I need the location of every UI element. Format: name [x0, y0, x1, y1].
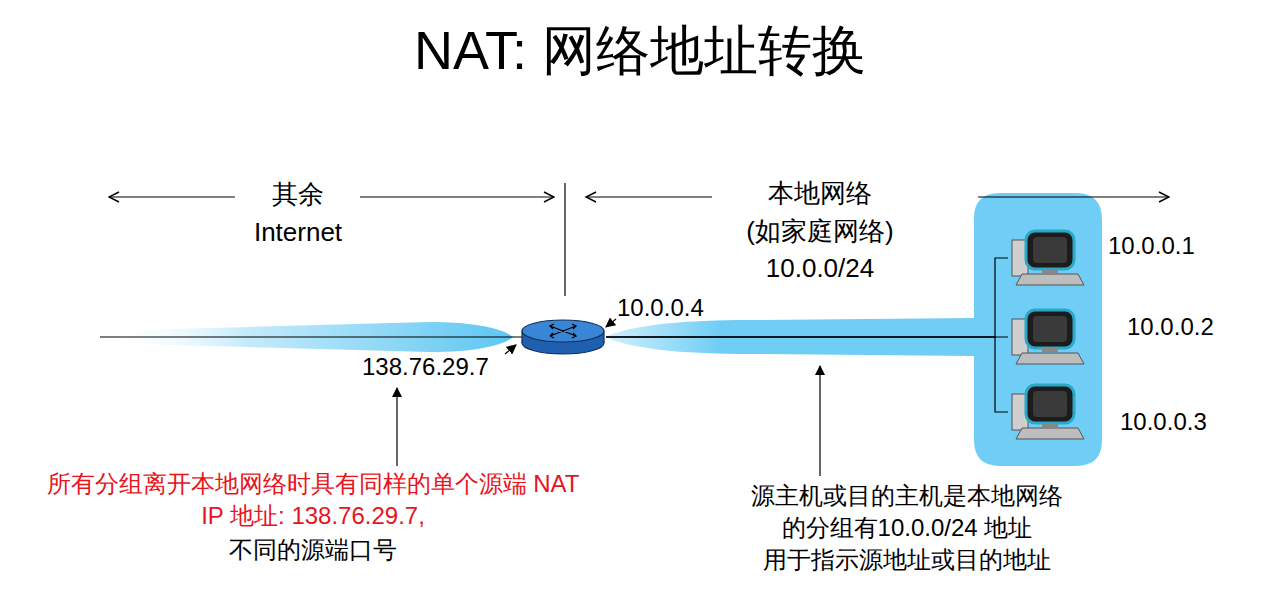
divider-line [564, 183, 565, 296]
computer-stand [1042, 348, 1058, 352]
wire [100, 336, 522, 337]
computer-monitor [1026, 310, 1074, 348]
computer-screen [1033, 237, 1067, 263]
leader-arrow [606, 319, 616, 327]
leader-arrow [819, 366, 820, 476]
extent-arrow [360, 196, 554, 197]
router-symbol [550, 324, 576, 338]
leader-arrow [505, 345, 516, 354]
network-link [606, 337, 1008, 412]
computer-monitor [1026, 385, 1074, 423]
leader-arrow [396, 388, 397, 466]
host-node: 10.0.0.2 [1008, 307, 1214, 367]
computer-keyboard [1016, 274, 1084, 285]
ip-address: 10.0.0.2 [1127, 313, 1214, 342]
host-node: 10.0.0.1 [1008, 228, 1195, 288]
ip-address: 10.0.0.1 [1108, 232, 1195, 261]
diagram-title: NAT: 网络地址转换 [240, 18, 1040, 83]
region-label: 本地网络 (如家庭网络) 10.0.0/24 [715, 175, 925, 288]
extent-arrow [586, 196, 712, 197]
extent-arrow [109, 196, 235, 197]
router-node: 10.0.0.4138.76.29.7 [520, 318, 606, 356]
callout-note: 不同的源端口号 [163, 534, 463, 566]
ip-address: 10.0.0.4 [617, 294, 704, 323]
router-icon [520, 318, 606, 356]
computer-icon [1008, 228, 1086, 288]
computer-stand [1042, 423, 1058, 427]
computer-monitor [1026, 231, 1074, 269]
extent-arrow [978, 196, 1169, 197]
callout-note: 源主机或目的主机是本地网络 的分组有10.0.0/24 地址 用于指示源地址或目… [740, 480, 1075, 576]
computer-keyboard [1016, 428, 1084, 439]
router-top [522, 320, 604, 342]
ip-address: 138.76.29.7 [362, 353, 489, 382]
ip-address: 10.0.0.3 [1120, 408, 1207, 437]
computer-icon [1008, 307, 1086, 367]
host-node: 10.0.0.3 [1008, 382, 1207, 442]
computer-screen [1033, 316, 1067, 342]
computer-icon [1008, 382, 1086, 442]
region-label: 其余 Internet [228, 176, 368, 251]
computer-stand [1042, 269, 1058, 273]
callout-note: 所有分组离开本地网络时具有同样的单个源端 NAT IP 地址: 138.76.2… [39, 468, 587, 533]
computer-keyboard [1016, 353, 1084, 364]
computer-screen [1033, 391, 1067, 417]
